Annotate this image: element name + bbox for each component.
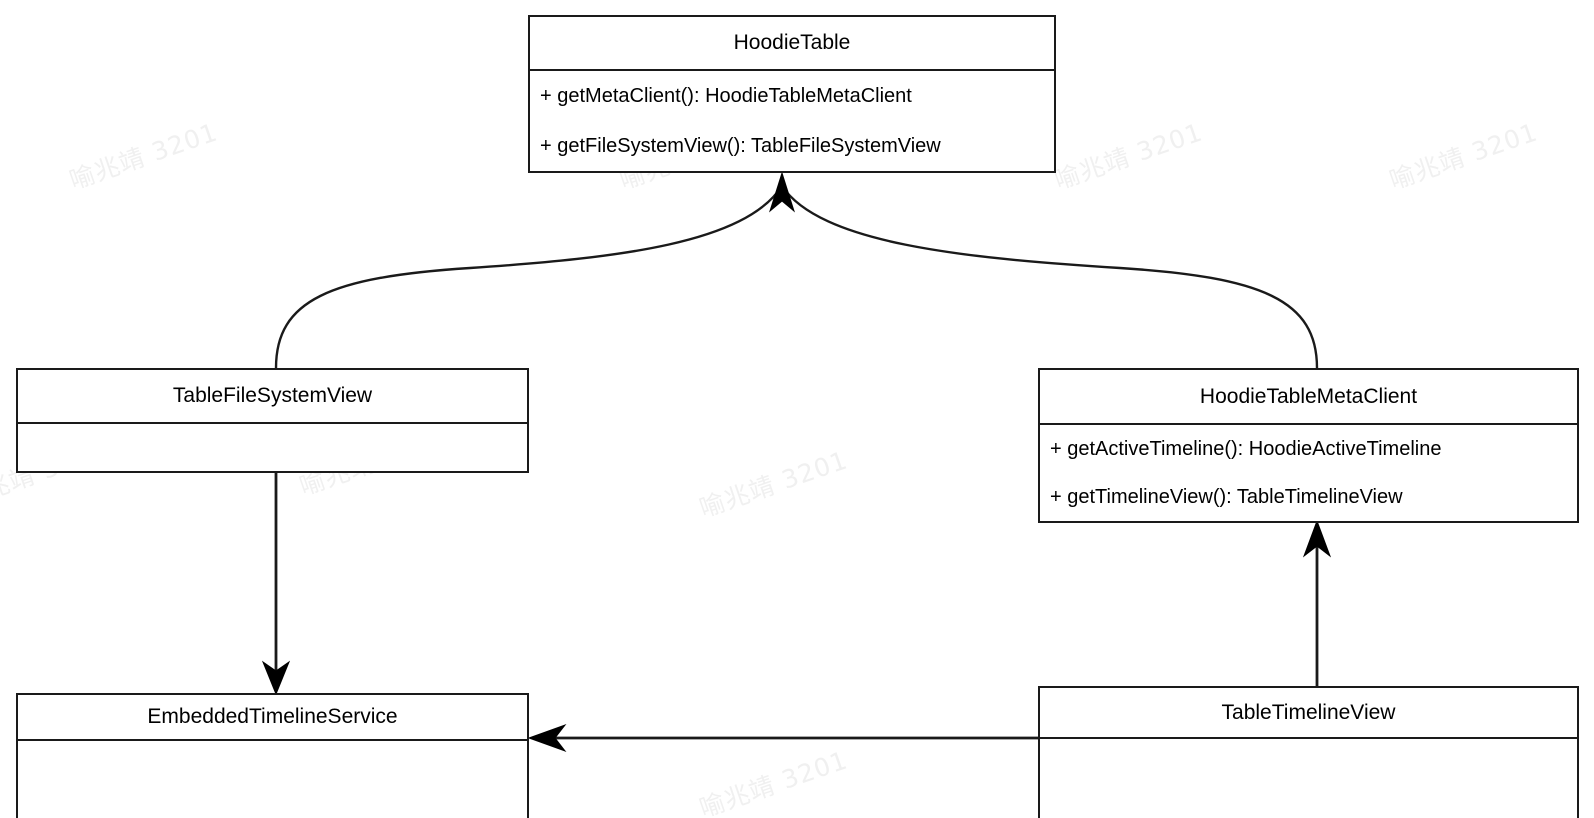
class-members-tablefilesystemview — [18, 424, 527, 471]
class-members-embeddedtimelineservice — [18, 741, 527, 818]
class-name-tabletimelineview: TableTimelineView — [1040, 688, 1577, 739]
arrowhead-into-embeddedtimelineservice-top — [261, 660, 291, 696]
watermark: 喻兆靖 3201 — [1050, 117, 1207, 196]
class-member: + getTimelineView(): TableTimelineView — [1050, 486, 1403, 508]
watermark: 喻兆靖 3201 — [695, 445, 852, 524]
arrowhead-into-hoodietable — [769, 171, 795, 213]
relation-hoodietablemetaclient-to-hoodietable — [781, 185, 1319, 369]
watermark: 喻兆靖 3201 — [1385, 117, 1542, 196]
class-member: + getMetaClient(): HoodieTableMetaClient — [540, 85, 912, 107]
watermark: 喻兆靖 3201 — [65, 117, 222, 196]
watermark: 喻兆靖 3201 — [695, 745, 852, 818]
class-name-hoodietable: HoodieTable — [530, 17, 1054, 71]
class-members-tabletimelineview — [1040, 739, 1577, 818]
arrowhead-into-hoodietablemetaclient — [1302, 519, 1332, 558]
class-name-embeddedtimelineservice: EmbeddedTimelineService — [18, 695, 527, 741]
class-members-hoodietable: + getMetaClient(): HoodieTableMetaClient… — [530, 71, 1054, 171]
class-box-embeddedtimelineservice[interactable]: EmbeddedTimelineService — [16, 693, 529, 818]
class-box-hoodietablemetaclient[interactable]: HoodieTableMetaClient + getActiveTimelin… — [1038, 368, 1579, 523]
class-box-tabletimelineview[interactable]: TableTimelineView — [1038, 686, 1579, 818]
class-box-hoodietable[interactable]: HoodieTable + getMetaClient(): HoodieTab… — [528, 15, 1056, 173]
class-name-hoodietablemetaclient: HoodieTableMetaClient — [1040, 370, 1577, 425]
class-members-hoodietablemetaclient: + getActiveTimeline(): HoodieActiveTimel… — [1040, 425, 1577, 521]
relation-tablefilesystemview-to-hoodietable — [274, 185, 784, 369]
class-member: + getActiveTimeline(): HoodieActiveTimel… — [1050, 438, 1442, 460]
class-name-tablefilesystemview: TableFileSystemView — [18, 370, 527, 424]
class-box-tablefilesystemview[interactable]: TableFileSystemView — [16, 368, 529, 473]
arrowhead-into-embeddedtimelineservice-right — [527, 723, 567, 753]
class-member: + getFileSystemView(): TableFileSystemVi… — [540, 135, 941, 157]
